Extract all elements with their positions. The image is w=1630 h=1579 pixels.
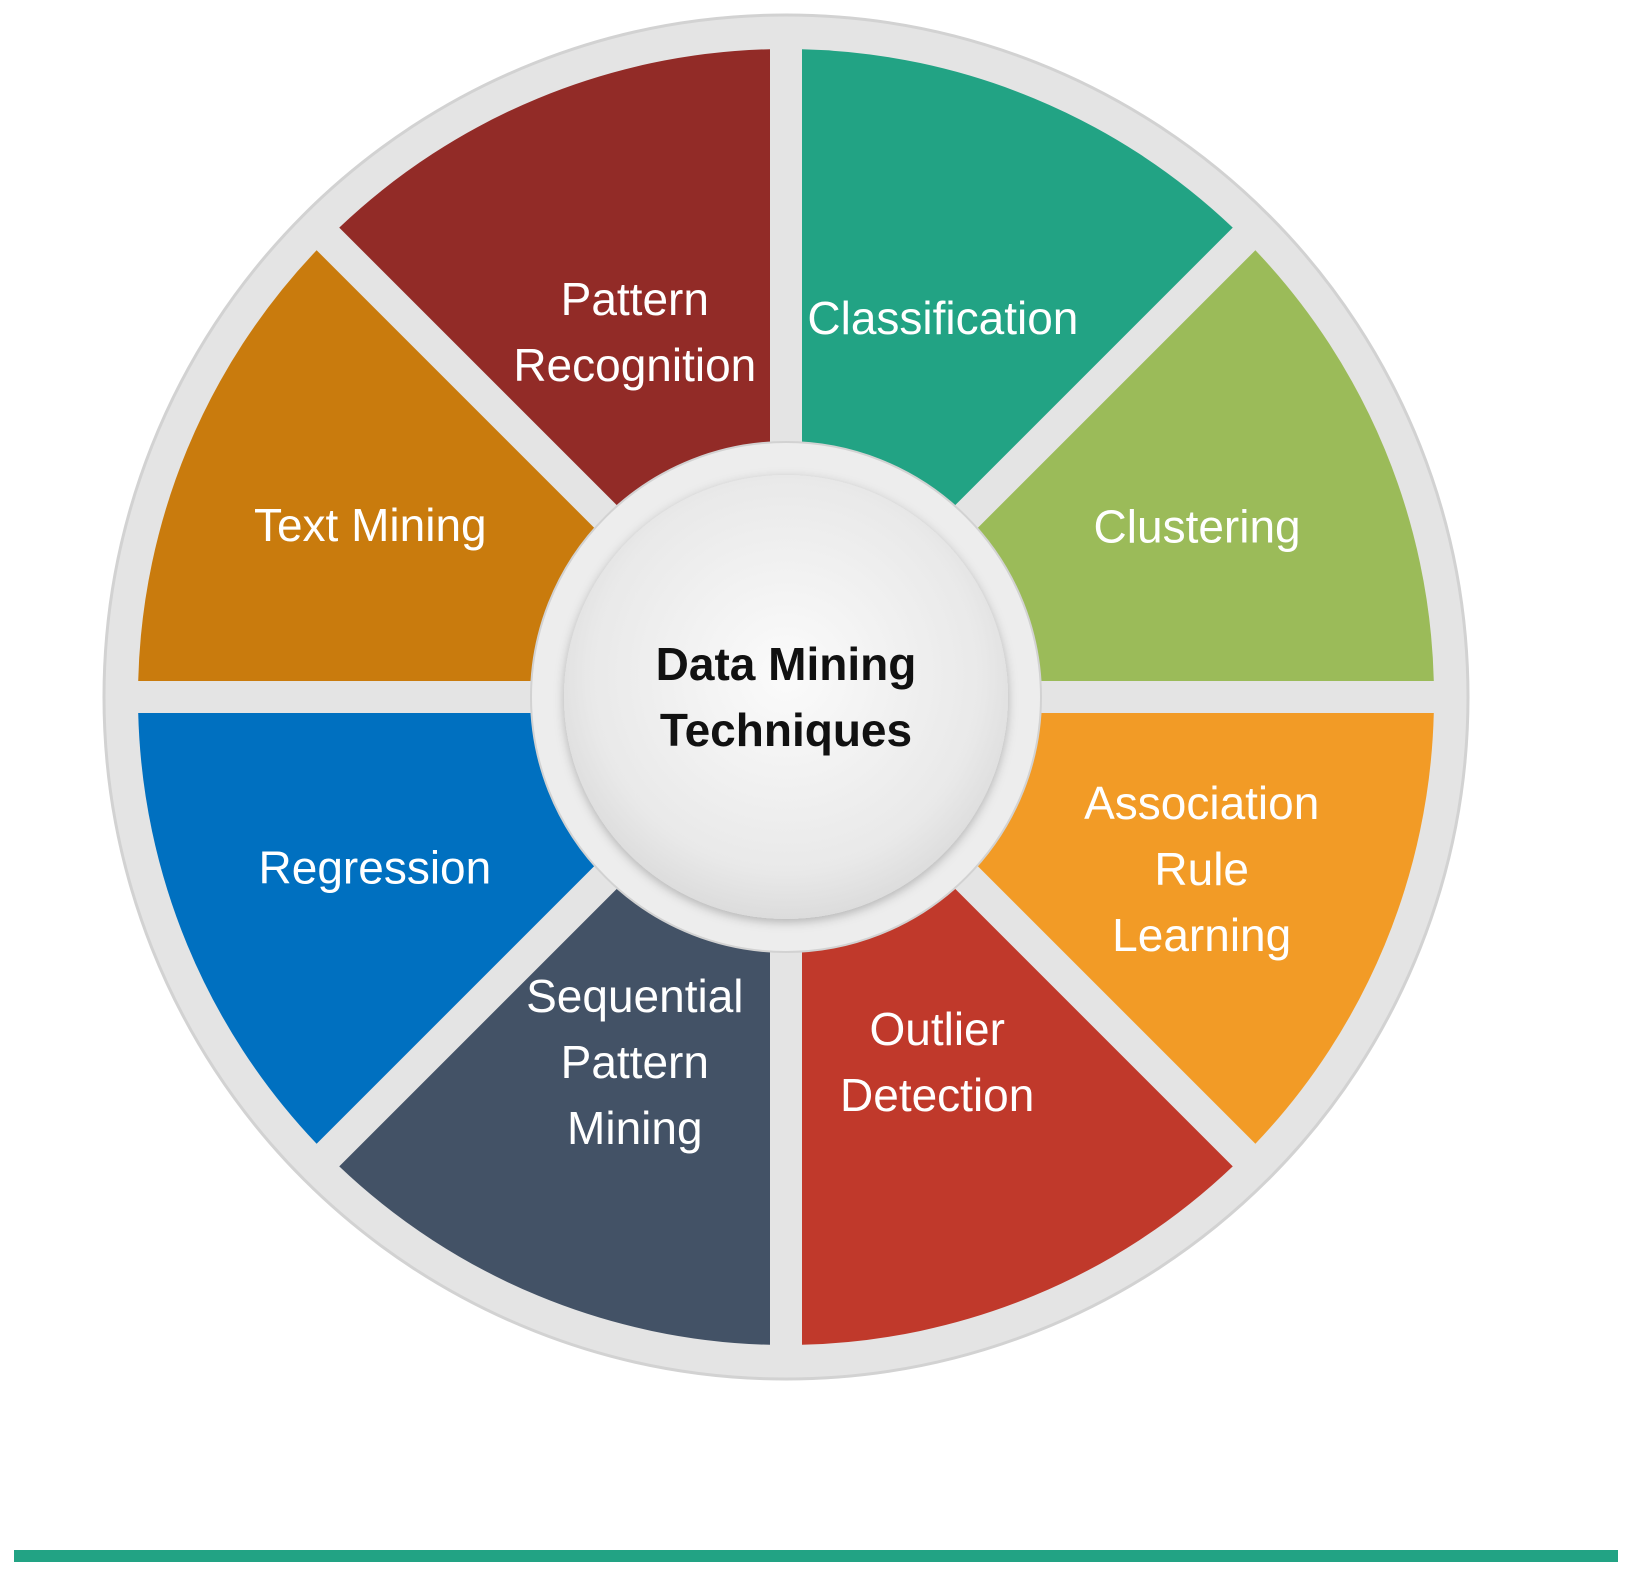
segment-label-line: Classification <box>807 292 1078 344</box>
segment-label-clustering: Clustering <box>1094 501 1301 553</box>
segment-label-line: Regression <box>259 841 492 893</box>
hub-circle <box>564 475 1008 919</box>
segment-label-regression: Regression <box>259 841 492 893</box>
segment-label-line: Pattern <box>561 1036 709 1088</box>
center-title-line: Data Mining <box>656 638 917 690</box>
segment-label-line: Clustering <box>1094 501 1301 553</box>
segment-label-line: Pattern <box>561 273 709 325</box>
segment-label-line: Text Mining <box>254 499 487 551</box>
segment-label-line: Rule <box>1154 843 1249 895</box>
segment-label-line: Recognition <box>513 339 756 391</box>
center-title-line: Techniques <box>660 704 912 756</box>
bottom-accent-rule <box>14 1550 1618 1562</box>
segment-label-line: Sequential <box>526 970 743 1022</box>
segment-label-line: Outlier <box>869 1003 1004 1055</box>
segment-label-line: Mining <box>567 1102 703 1154</box>
segment-label-line: Association <box>1084 777 1319 829</box>
segment-label-text-mining: Text Mining <box>254 499 487 551</box>
segment-label-line: Learning <box>1112 909 1291 961</box>
segment-label-line: Detection <box>840 1069 1034 1121</box>
segment-label-classification: Classification <box>807 292 1078 344</box>
